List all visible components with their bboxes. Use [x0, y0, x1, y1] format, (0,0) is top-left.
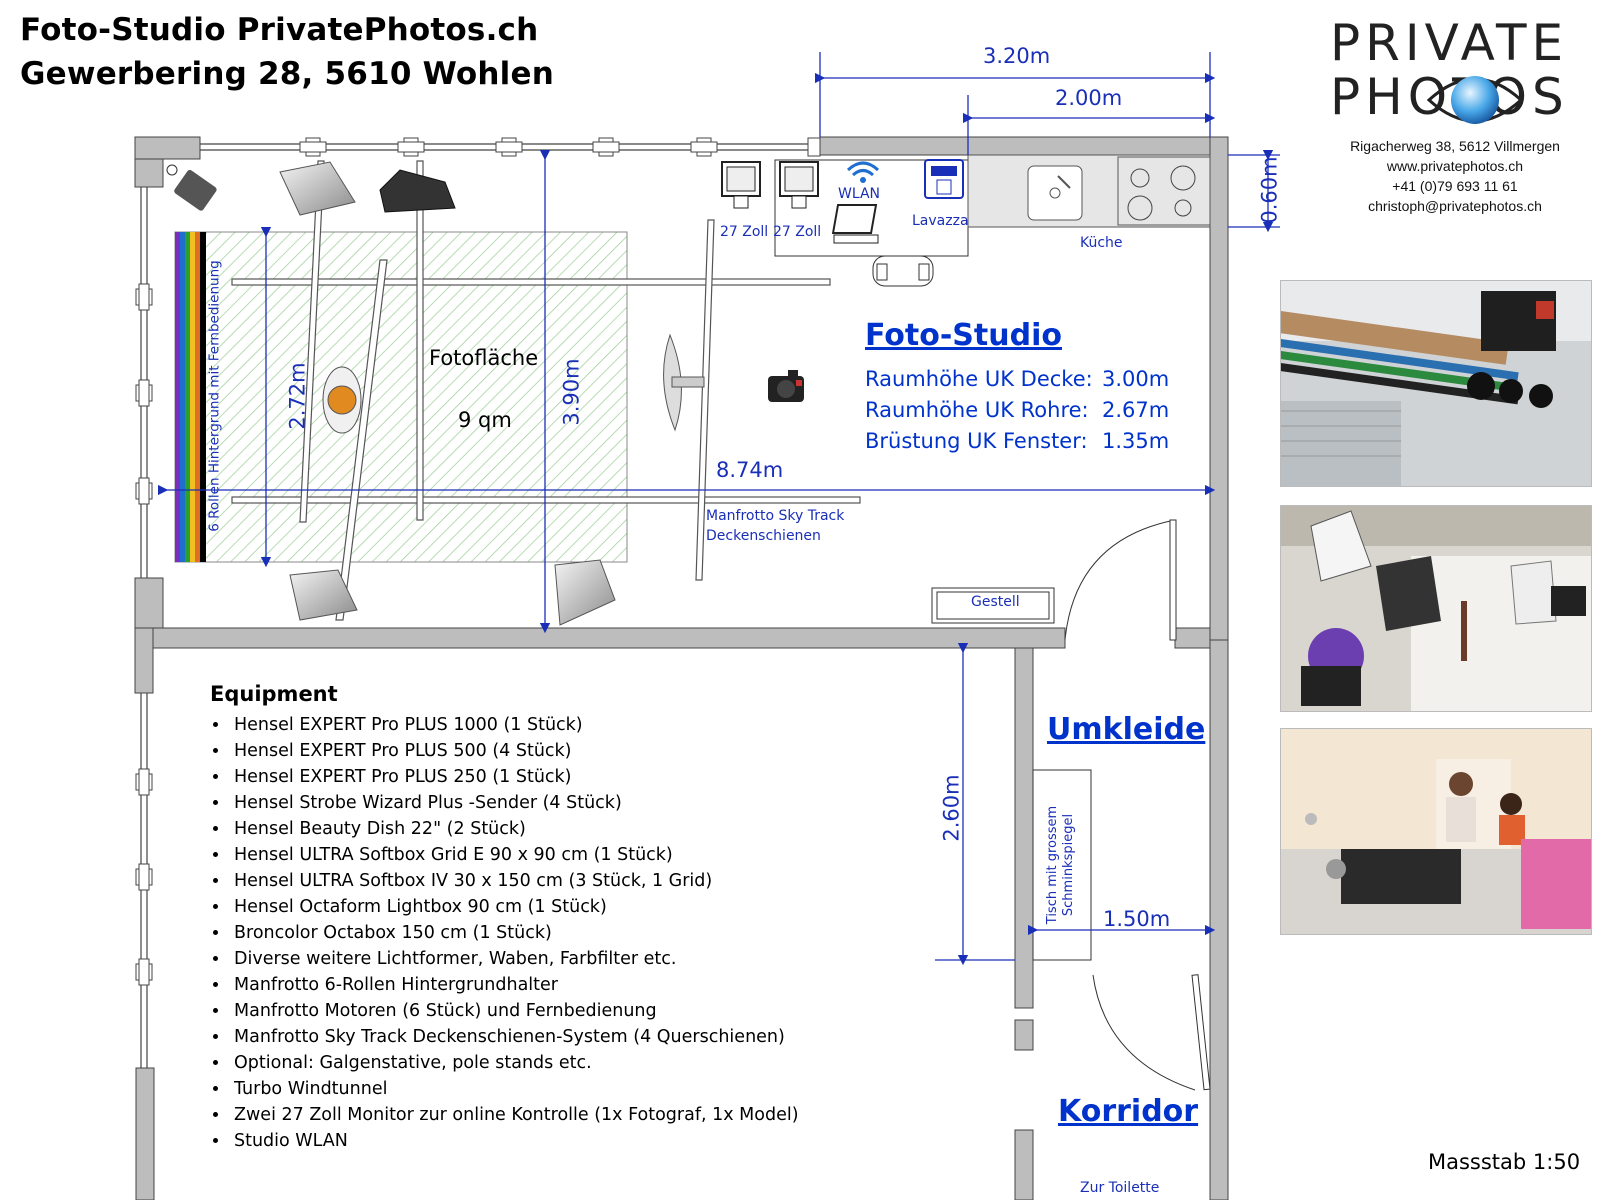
backdrop-rolls	[175, 232, 206, 562]
spec-label: Brüstung UK Fenster:	[865, 429, 1088, 453]
chair-icon	[872, 255, 934, 287]
contact-website: www.privatephotos.ch	[1386, 158, 1524, 174]
equipment-item: Zwei 27 Zoll Monitor zur online Kontroll…	[230, 1102, 799, 1128]
equipment-item: Hensel EXPERT Pro PLUS 250 (1 Stück)	[230, 764, 799, 790]
toilet-label: Zur Toilette	[1080, 1180, 1160, 1196]
monitor-1	[721, 161, 761, 209]
studio-specs: Raumhöhe UK Decke: 3.00m Raumhöhe UK Rohr…	[865, 364, 1169, 457]
dressing-room-title: Umkleide	[1047, 712, 1206, 747]
equipment-item: Hensel EXPERT Pro PLUS 1000 (1 Stück)	[230, 712, 799, 738]
equipment-item: Manfrotto Motoren (6 Stück) und Fernbedi…	[230, 998, 799, 1024]
wlan-icon	[846, 161, 880, 183]
contact-email: christoph@privatephotos.ch	[1368, 198, 1542, 214]
dim-room-depth: 3.90m	[559, 358, 584, 426]
equipment-item: Studio WLAN	[230, 1128, 799, 1154]
sky-track-label-1: Manfrotto Sky Track	[706, 508, 845, 524]
laptop	[831, 204, 879, 244]
equipment-item: Manfrotto Sky Track Deckenschienen-Syste…	[230, 1024, 799, 1050]
kitchen-label: Küche	[1080, 235, 1123, 251]
photo-backdrop-motors	[1280, 280, 1592, 487]
spec-value: 3.00m	[1102, 367, 1170, 391]
softbox-4	[554, 559, 616, 626]
shelf-label: Gestell	[971, 594, 1020, 610]
softbox-1	[279, 161, 356, 216]
dim-kitchen-depth: 0.60m	[1257, 156, 1282, 224]
wlan-label: WLAN	[838, 186, 881, 202]
studio-title: Foto-Studio	[865, 318, 1062, 353]
dressing-table-label: Tisch mit grossem Schminkspiegel	[1045, 795, 1077, 935]
header-title-line2: Gewerbering 28, 5610 Wohlen	[20, 56, 554, 92]
floor-plan	[134, 52, 1280, 1200]
light-top-left	[166, 164, 217, 211]
spec-label: Raumhöhe UK Rohre:	[865, 398, 1089, 422]
photo-area-size: 9 qm	[458, 408, 512, 432]
spec-row: Raumhöhe UK Rohre: 2.67m	[865, 395, 1169, 426]
spec-value: 1.35m	[1102, 429, 1170, 453]
equipment-item: Hensel Beauty Dish 22" (2 Stück)	[230, 816, 799, 842]
equipment-item: Diverse weitere Lichtformer, Waben, Farb…	[230, 946, 799, 972]
sink	[1027, 165, 1083, 221]
scale-label: Massstab 1:50	[1428, 1150, 1581, 1174]
photo-area	[174, 231, 628, 563]
equipment-item: Hensel ULTRA Softbox Grid E 90 x 90 cm (…	[230, 842, 799, 868]
equipment-list: Hensel EXPERT Pro PLUS 1000 (1 Stück)Hen…	[210, 712, 799, 1154]
dimension-lines	[157, 52, 1280, 966]
photo-makeup-room	[1280, 728, 1592, 935]
dim-dressing-width: 1.50m	[1103, 907, 1171, 931]
coffee-machine-icon	[924, 159, 964, 199]
contact-block: Rigacherweg 38, 5612 Villmergen www.priv…	[1330, 136, 1580, 216]
photo-studio-setup	[1280, 505, 1592, 712]
window-frames	[299, 137, 821, 157]
equipment-item: Broncolor Octabox 150 cm (1 Stück)	[230, 920, 799, 946]
monitor-2-label: 27 Zoll	[773, 224, 822, 240]
window-left-frames	[135, 283, 153, 986]
equipment-item: Hensel ULTRA Softbox IV 30 x 150 cm (3 S…	[230, 868, 799, 894]
photo-area-label: Fotofläche	[429, 346, 539, 370]
equipment-item: Manfrotto 6-Rollen Hintergrundhalter	[230, 972, 799, 998]
equipment-title: Equipment	[210, 682, 338, 706]
dim-top-inner: 2.00m	[1055, 86, 1123, 110]
spec-row: Brüstung UK Fenster: 1.35m	[865, 426, 1169, 457]
backdrop-label: 6 Rollen Hintergrund mit Fernbedienung	[206, 260, 223, 532]
monitor-1-label: 27 Zoll	[720, 224, 769, 240]
dim-room-length: 8.74m	[716, 458, 784, 482]
logo-eye-icon	[1426, 76, 1524, 124]
equipment-section: Equipment Hensel EXPERT Pro PLUS 1000 (1…	[210, 682, 799, 1154]
contact-address: Rigacherweg 38, 5612 Villmergen	[1350, 138, 1560, 154]
privatephotos-logo: PRIVATE PHOTOS	[1330, 14, 1590, 126]
logo-text-top: PRIVATE	[1330, 14, 1569, 72]
door-arc-corridor	[1092, 974, 1196, 1091]
equipment-item: Hensel Strobe Wizard Plus -Sender (4 Stü…	[230, 790, 799, 816]
octabox	[322, 366, 362, 434]
equipment-item: Optional: Galgenstative, pole stands etc…	[230, 1050, 799, 1076]
dim-top-outer: 3.20m	[983, 44, 1051, 68]
coffee-label: Lavazza	[912, 213, 969, 229]
header-title-line1: Foto-Studio PrivatePhotos.ch	[20, 12, 539, 48]
equipment-item: Turbo Windtunnel	[230, 1076, 799, 1102]
logo-text-bottom: PHOTOS	[1330, 68, 1569, 126]
softbox-3	[289, 569, 358, 621]
walls	[134, 136, 1229, 1200]
camera	[768, 370, 804, 402]
sky-track-label-2: Deckenschienen	[706, 528, 821, 544]
equipment-item: Hensel EXPERT Pro PLUS 500 (4 Stück)	[230, 738, 799, 764]
spec-row: Raumhöhe UK Decke: 3.00m	[865, 364, 1169, 395]
spec-value: 2.67m	[1102, 398, 1170, 422]
equipment-item: Hensel Octaform Lightbox 90 cm (1 Stück)	[230, 894, 799, 920]
monitor-2	[779, 161, 819, 209]
corridor-title: Korridor	[1058, 1094, 1199, 1129]
softbox-2	[379, 169, 456, 213]
dim-photo-area-height: 2.72m	[285, 362, 310, 430]
dressing-table-label-line1: Tisch mit grossem	[1045, 805, 1060, 925]
stove	[1117, 156, 1211, 226]
contact-phone: +41 (0)79 693 11 61	[1392, 178, 1518, 194]
beauty-dish	[663, 333, 705, 432]
spec-label: Raumhöhe UK Decke:	[865, 367, 1093, 391]
dressing-table-label-line2: Schminkspiegel	[1061, 813, 1076, 917]
door-arc-studio	[1064, 519, 1176, 641]
dim-dressing-length: 2.60m	[939, 774, 964, 842]
